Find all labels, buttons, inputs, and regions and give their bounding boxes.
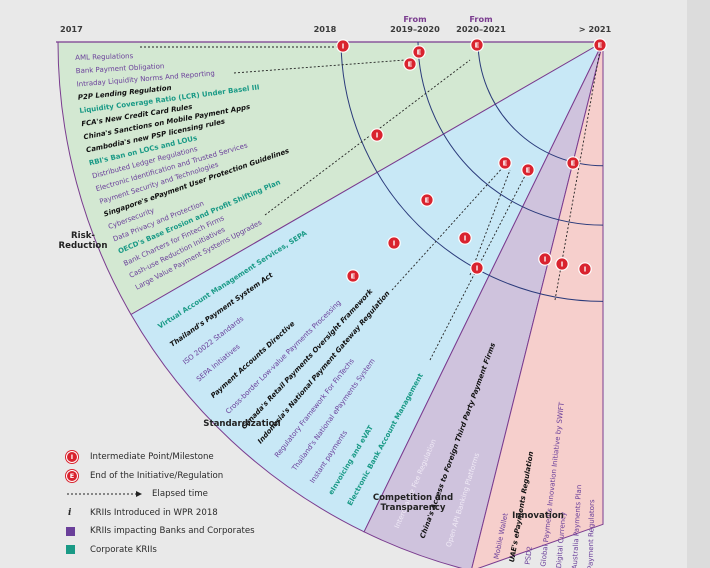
intermediate-marker xyxy=(458,231,472,245)
end-marker xyxy=(346,269,360,283)
timeline-label: > 2021 xyxy=(579,24,612,34)
end-marker xyxy=(498,156,512,170)
marker-letter: I xyxy=(584,265,587,273)
end-marker xyxy=(566,156,580,170)
legend: I Intermediate Point/Milestone E End of … xyxy=(66,448,326,559)
legend-row-corporate: Corporate KRIIs xyxy=(66,541,326,560)
marker-letter: I xyxy=(476,264,479,272)
risk-reduction-sector xyxy=(57,41,605,316)
end-marker xyxy=(420,193,434,207)
marker-letter: I xyxy=(342,42,345,50)
innovation-sector xyxy=(471,41,604,568)
marker-letter: E xyxy=(503,159,508,167)
timeline-label: 2018 xyxy=(314,24,337,34)
intermediate-marker xyxy=(387,236,401,250)
end-marker xyxy=(593,38,607,52)
marker-letter: I xyxy=(561,260,564,268)
timeline-label: From xyxy=(403,14,426,24)
sector-label-risk: Risk- xyxy=(71,231,95,241)
sector-label-competition: Competition and xyxy=(373,493,453,503)
italic-i-icon: i xyxy=(68,507,72,518)
end-marker xyxy=(521,163,535,177)
end-marker-icon: E xyxy=(66,469,78,482)
competition-sector xyxy=(363,41,604,568)
legend-row-introduced: i KRIIs Introduced in WPR 2018 xyxy=(68,507,218,518)
arc-2018 xyxy=(340,41,604,302)
sector-label-competition: Transparency xyxy=(380,503,445,513)
marker-letter: E xyxy=(598,41,603,49)
marker-letter: I xyxy=(544,255,547,263)
timeline-label: From xyxy=(469,14,492,24)
intermediate-marker xyxy=(370,128,384,142)
initiative-label: AML Regulations xyxy=(75,52,134,62)
intermediate-marker xyxy=(578,262,592,276)
marker-letter: E xyxy=(571,159,576,167)
timeline-label: 2019–2020 xyxy=(390,24,440,34)
marker-letter: E xyxy=(475,41,480,49)
elapsed-time-arrow xyxy=(391,164,506,291)
marker-letter: I xyxy=(376,131,379,139)
marker-letter: I xyxy=(464,234,467,242)
legend-row-banks: KRIIs impacting Banks and Corporates xyxy=(66,522,326,541)
legend-row-intermediate: I Intermediate Point/Milestone xyxy=(66,448,326,467)
initiative-label: Payment Regulators xyxy=(586,499,596,568)
intermediate-marker-icon: I xyxy=(66,451,78,464)
arc-2019-2020 xyxy=(417,41,604,226)
purple-square-icon xyxy=(66,526,75,536)
marker-letter: E xyxy=(526,166,531,174)
intermediate-marker xyxy=(470,261,484,275)
sector-label-innovation: Innovation xyxy=(512,511,564,521)
sector-label-standardization: Standardization xyxy=(203,419,280,429)
marker-letter: E xyxy=(425,196,430,204)
elapsed-time-arrow xyxy=(233,59,406,74)
initiative-label: PSD2 xyxy=(524,546,535,565)
marker-letter: E xyxy=(417,48,422,56)
dashed-arrow-icon xyxy=(67,491,142,498)
elapsed-time-arrow xyxy=(469,169,511,276)
marker-letter: E xyxy=(351,272,356,280)
timeline-label: 2017 xyxy=(60,24,83,34)
teal-square-icon xyxy=(66,545,75,555)
end-marker xyxy=(412,45,426,59)
timeline-label: 2020–2021 xyxy=(456,24,506,34)
elapsed-time-arrow xyxy=(264,59,471,216)
end-marker xyxy=(470,38,484,52)
legend-row-end: E End of the Initiative/Regulation xyxy=(66,467,326,486)
legend-row-elapsed: Elapsed time xyxy=(66,485,326,504)
sector-label-risk: Reduction xyxy=(59,241,108,251)
intermediate-marker xyxy=(555,257,569,271)
marker-letter: I xyxy=(393,239,396,247)
marker-letter: E xyxy=(408,60,413,68)
end-marker xyxy=(403,57,417,71)
right-scrollbar-strip xyxy=(687,0,710,568)
intermediate-marker xyxy=(336,39,350,53)
intermediate-marker xyxy=(538,252,552,266)
standardization-sector xyxy=(130,40,605,533)
